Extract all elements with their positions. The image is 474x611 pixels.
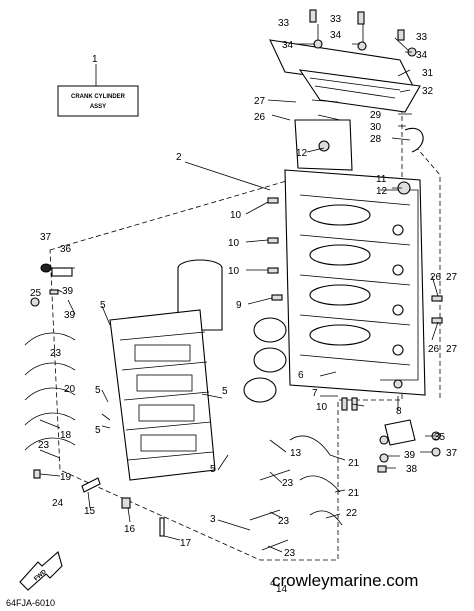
callout-27b: 27 (446, 272, 458, 283)
callout-13: 13 (290, 448, 302, 459)
callout-33a: 33 (278, 18, 290, 29)
callout-18: 18 (60, 430, 72, 441)
callout-10b: 10 (228, 238, 240, 249)
callout-1: 1 (92, 54, 98, 65)
callout-34c: 34 (416, 50, 428, 61)
callout-36: 36 (60, 244, 72, 255)
callout-34a: 34 (282, 40, 294, 51)
callout-27c: 27 (446, 344, 458, 355)
callout-17: 17 (180, 538, 192, 549)
head-cover (269, 39, 421, 113)
leader-lines (39, 24, 439, 553)
callout-39b: 39 (404, 450, 416, 461)
callout-28: 28 (370, 134, 382, 145)
small-parts (30, 9, 443, 537)
callout-12b: 12 (376, 186, 388, 197)
callout-9: 9 (236, 300, 242, 311)
callout-24: 24 (52, 498, 64, 509)
callout-30: 30 (370, 122, 382, 133)
callout-4: 4 (270, 578, 276, 589)
callout-21a: 21 (348, 458, 360, 469)
callout-16: 16 (124, 524, 136, 535)
callout-38: 38 (406, 464, 418, 475)
title-box: 1 CRANK CYLINDER ASSY (57, 54, 139, 117)
crankcase (109, 309, 216, 481)
callout-5b: 5 (95, 385, 101, 396)
cylinder-block (284, 119, 426, 396)
callout-8: 8 (396, 406, 402, 417)
callout-3: 3 (210, 514, 216, 525)
callout-6: 6 (298, 370, 304, 381)
callout-5e: 5 (210, 464, 216, 475)
callout-23e: 23 (284, 548, 296, 559)
callout-5c: 5 (95, 425, 101, 436)
callout-26a: 26 (254, 112, 266, 123)
callout-23b: 23 (38, 440, 50, 451)
callout-20: 20 (64, 384, 76, 395)
callout-33b: 33 (330, 14, 342, 25)
callout-10a: 10 (230, 210, 242, 221)
callout-23d: 23 (278, 516, 290, 527)
callout-23c: 23 (282, 478, 294, 489)
callout-34b: 34 (330, 30, 342, 41)
hoses-left (24, 332, 76, 451)
callout-21b: 21 (348, 488, 360, 499)
callout-37b: 37 (446, 448, 458, 459)
hoses-right (249, 435, 343, 551)
callout-15: 15 (84, 506, 96, 517)
callout-32: 32 (422, 86, 434, 97)
title-line1: CRANK CYLINDER (71, 94, 126, 100)
callout-23a: 23 (50, 348, 62, 359)
callout-5d: 5 (222, 386, 228, 397)
callout-26c: 26 (428, 344, 440, 355)
callout-7: 7 (312, 388, 318, 399)
callout-19: 19 (60, 472, 72, 483)
callout-22: 22 (346, 508, 358, 519)
callout-35: 35 (434, 432, 446, 443)
callout-31: 31 (422, 68, 434, 79)
callout-11: 11 (376, 174, 387, 185)
callout-27a: 27 (254, 96, 266, 107)
callouts: 2 3 4 5 5 5 5 5 6 7 8 9 10 10 10 10 11 1… (30, 14, 458, 595)
watermark-text: crowleymarine.com (272, 571, 418, 590)
callout-39c: 39 (62, 286, 74, 297)
callout-2: 2 (176, 152, 182, 163)
callout-10c: 10 (228, 266, 240, 277)
fwd-arrow-icon: FWD (19, 551, 63, 591)
callout-29: 29 (370, 110, 382, 121)
callout-5a: 5 (100, 300, 106, 311)
title-line2: ASSY (90, 104, 106, 110)
callout-33c: 33 (416, 32, 428, 43)
callout-10d: 10 (316, 402, 328, 413)
cover-outline (401, 92, 441, 400)
callout-14: 14 (276, 584, 288, 595)
callout-37a: 37 (40, 232, 52, 243)
callout-25: 25 (30, 288, 42, 299)
callout-26b: 26 (430, 272, 442, 283)
diagram-code: 64FJA-6010 (6, 598, 55, 608)
callout-39a: 39 (64, 310, 76, 321)
callout-12a: 12 (296, 148, 308, 159)
